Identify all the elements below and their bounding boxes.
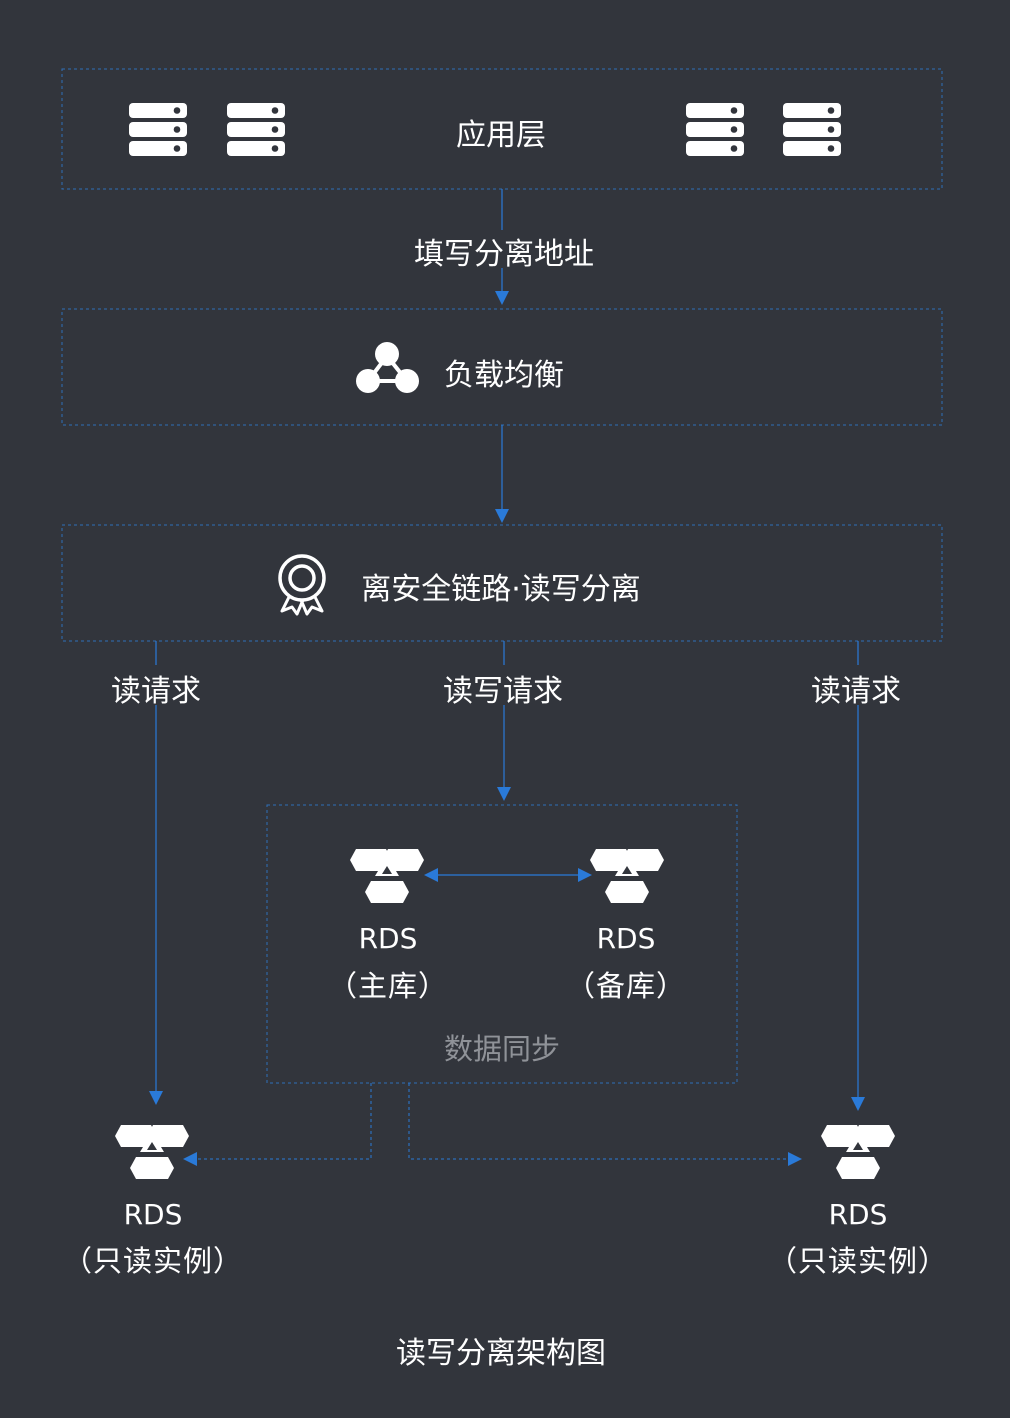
server-icon: [686, 103, 744, 156]
fill-address-label: 填写分离地址: [414, 237, 594, 272]
readonly-right-rds-name: RDS: [828, 1198, 888, 1231]
connectors: [155, 189, 859, 1098]
rds-icon: [590, 849, 664, 903]
badge-icon: [278, 554, 326, 616]
primary-rds-role: （主库）: [327, 969, 449, 1003]
right-read-request-label: 读请求: [811, 674, 901, 709]
security-layer-box: [61, 524, 943, 642]
readonly-right-rds-role: （只读实例）: [767, 1244, 949, 1278]
rds-icon: [115, 1125, 189, 1179]
server-icon: [129, 103, 187, 156]
server-icon: [227, 103, 285, 156]
sync-connectors: [197, 1083, 788, 1160]
rds-cluster-box: [266, 804, 738, 1084]
readonly-left-rds-role: （只读实例）: [62, 1244, 244, 1278]
diagram-caption: 读写分离架构图: [396, 1336, 606, 1371]
primary-rds-name: RDS: [358, 922, 418, 955]
arrowheads: [149, 291, 865, 1166]
load-balancer-label: 负载均衡: [444, 358, 564, 393]
network-icon: [356, 342, 419, 393]
read-write-request-label: 读写请求: [443, 674, 563, 709]
readonly-left-rds-name: RDS: [123, 1198, 183, 1231]
rds-icon: [821, 1125, 895, 1179]
standby-rds-name: RDS: [596, 922, 656, 955]
standby-rds-role: （备库）: [565, 969, 687, 1003]
security-layer-label: 离安全链路·读写分离: [361, 572, 641, 607]
app-layer-label: 应用层: [456, 118, 546, 153]
data-sync-label: 数据同步: [443, 1032, 561, 1066]
rds-icon: [350, 849, 424, 903]
server-icon: [783, 103, 841, 156]
left-read-request-label: 读请求: [111, 674, 201, 709]
